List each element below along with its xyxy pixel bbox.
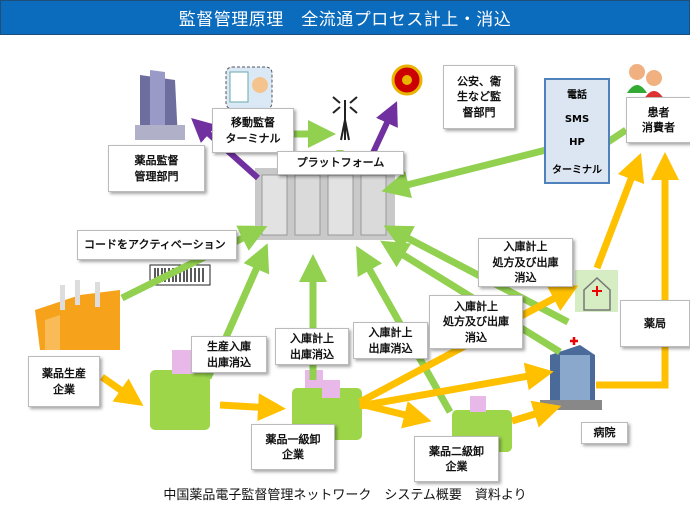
diagram-title: 監督管理原理 全流通プロセス計上・消込	[0, 0, 690, 35]
wholesaler2-node: 薬品二級卸 企業	[414, 436, 499, 482]
flow-label-hospital: 入庫計上 処方及び出庫 消込	[429, 295, 523, 349]
channel-phone: 電話	[567, 90, 587, 102]
pharmacy-house-icon	[575, 270, 618, 312]
channels-box: 電話 SMS HP ターミナル	[544, 78, 610, 184]
regulator-node: 薬品監督 管理部門	[108, 145, 205, 192]
platform-node: プラットフォーム	[277, 151, 404, 175]
source-caption: 中国薬品電子監督管理ネットワーク システム概要 資料より	[163, 488, 527, 503]
patient-node: 患者 消費者	[626, 97, 690, 143]
hospital-building-icon	[540, 337, 602, 410]
wholesaler1-node: 薬品一級卸 企業	[251, 424, 335, 470]
mobile-terminal-icon	[225, 66, 273, 110]
channel-sms: SMS	[564, 113, 590, 125]
government-building-icon	[135, 70, 185, 140]
hospital-node: 病院	[581, 422, 628, 444]
channel-terminal: ターミナル	[552, 164, 602, 176]
mobile-terminal-node: 移動監督 ターミナル	[212, 108, 294, 153]
flow-label-production: 生産入庫 出庫消込	[191, 336, 267, 373]
flow-label-wholesaler1: 入庫計上 出庫消込	[275, 328, 349, 365]
channel-hp: HP	[569, 137, 585, 149]
public-security-node: 公安、衛 生など監 督部門	[443, 65, 515, 129]
server-cluster-icon	[255, 168, 395, 240]
factory-icon	[35, 280, 120, 350]
warehouse-manufacturer-icon	[150, 350, 210, 430]
flow-label-wholesaler2: 入庫計上 出庫消込	[353, 322, 428, 359]
antenna-tower-icon	[332, 96, 358, 141]
code-activation-label: コードをアクティベーション	[77, 230, 237, 260]
police-emblem-icon	[391, 64, 423, 96]
flow-label-pharmacy: 入庫計上 処方及び出庫 消込	[478, 238, 573, 287]
pharmacy-node: 薬局	[620, 300, 690, 347]
people-icon	[627, 64, 664, 99]
manufacturer-node: 薬品生産 企業	[28, 356, 100, 407]
